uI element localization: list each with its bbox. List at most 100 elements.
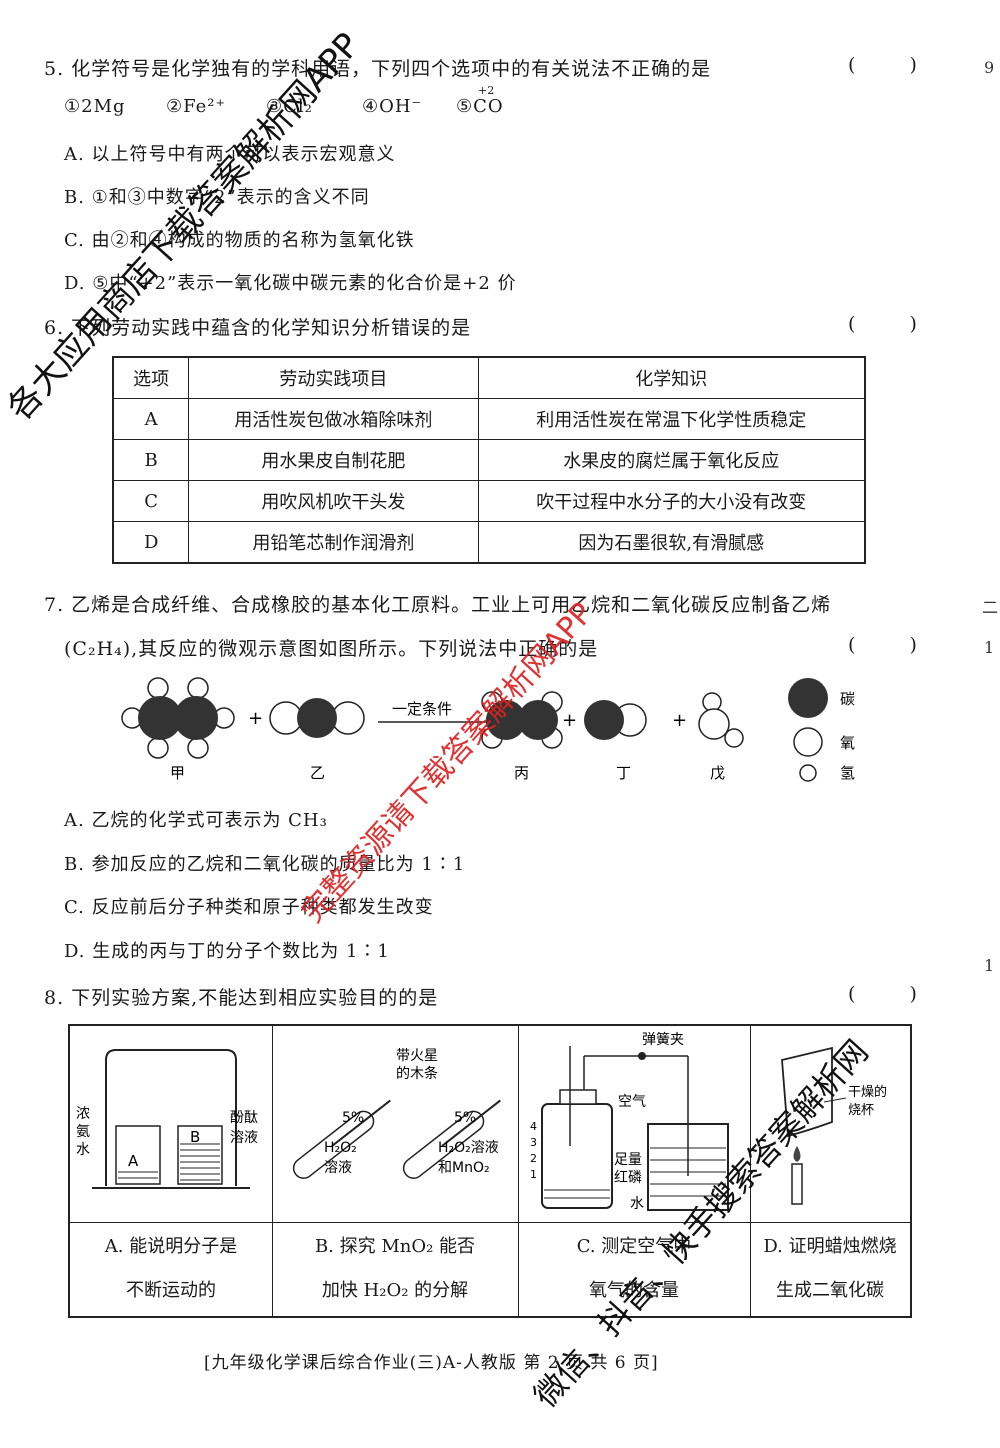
beaker-label: B [190, 1128, 200, 1146]
molecule-ding [584, 700, 647, 740]
q5-stem: 5. 化学符号是化学独有的学科用语，下列四个选项中的有关说法不正确的是 [44, 58, 712, 80]
reaction-diagram: + 一定条件 + + 碳 氧 氢 甲 乙 丙 丁 戊 [121, 677, 855, 782]
experiment-c: 4 3 2 1 弹簧夹 空气 足量 红磷 水 C. 测定空气中 氧气的含量 [518, 1026, 751, 1316]
candle-icon [791, 1163, 803, 1205]
table-cell: D [112, 521, 190, 564]
table-header: 化学知识 [477, 356, 866, 399]
caption-line: D. 证明蜡烛燃烧 [763, 1236, 897, 1257]
q7-option-b: B. 参加反应的乙烷和二氧化碳的质量比为 1∶1 [64, 854, 466, 875]
caption-line: 氧气的含量 [589, 1280, 679, 1301]
q5-option-d: D. ⑤中“+2”表示一氧化碳中碳元素的化合价是+2 价 [64, 273, 517, 294]
label: 水 [630, 1196, 644, 1212]
label: 5% [454, 1110, 476, 1126]
label: 红磷 [614, 1170, 642, 1186]
molecule-yi [269, 698, 365, 738]
table-cell: 用铅笔芯制作润滑剂 [188, 521, 479, 564]
q6-answer-paren: ( ) [848, 313, 941, 335]
molecule-bing [481, 691, 563, 749]
caption-line: C. 测定空气中 [576, 1236, 692, 1257]
label: 浓 [76, 1106, 90, 1122]
label: 的木条 [396, 1065, 438, 1082]
label: 空气 [618, 1094, 646, 1110]
q5-symbol-5: ⑤CO [456, 96, 504, 117]
molecule-wu [698, 692, 744, 748]
plus-sign: + [562, 710, 577, 731]
table-row: D 用铅笔芯制作润滑剂 因为石墨很软,有滑腻感 [112, 521, 866, 564]
edge-fragment: 1 [984, 638, 995, 657]
table-cell: 吹干过程中水分子的大小没有改变 [477, 480, 866, 522]
experiment-b: 带火星 的木条 5% 5% H₂O₂ 溶液 H₂O₂溶液 和MnO₂ B. 探究… [272, 1026, 519, 1316]
legend-label: 碳 [840, 690, 855, 708]
caption-line: A. 能说明分子是 [104, 1236, 238, 1257]
caption-line: 生成二氧化碳 [776, 1280, 884, 1301]
table-header: 劳动实践项目 [188, 356, 479, 399]
label: 5% [342, 1110, 364, 1126]
label: 溶液 [324, 1160, 352, 1176]
q6-table: 选项 劳动实践项目 化学知识 A 用活性炭包做冰箱除味剂 利用活性炭在常温下化学… [112, 356, 866, 564]
caption-line: 不断运动的 [126, 1280, 216, 1301]
q7-option-a: A. 乙烷的化学式可表示为 CH₃ [64, 810, 328, 831]
q8-stem: 8. 下列实验方案,不能达到相应实验目的的是 [44, 987, 439, 1009]
label: 溶液 [230, 1130, 258, 1146]
experiment-b-figure: 带火星 的木条 5% 5% H₂O₂ 溶液 H₂O₂溶液 和MnO₂ [292, 1048, 501, 1179]
label: 干燥的 [848, 1084, 887, 1100]
table-cell: A [112, 398, 190, 440]
legend: 碳 氧 氢 [788, 678, 855, 782]
legend-label: 氢 [840, 764, 855, 782]
q5-symbol-5-sup: +2 [478, 84, 495, 97]
legend-hydrogen-swatch [799, 764, 817, 782]
table-cell: 用水果皮自制花肥 [188, 439, 479, 481]
q6-stem: 6. 下列劳动实践中蕴含的化学知识分析错误的是 [44, 317, 472, 339]
experiment-d: 干燥的 烧杯 D. 证明蜡烛燃烧 生成二氧化碳 [750, 1026, 911, 1316]
label: 酚酞 [230, 1110, 258, 1126]
q5-answer-paren: ( ) [848, 54, 941, 76]
table-cell: 利用活性炭在常温下化学性质稳定 [477, 398, 866, 440]
arrow-label: 一定条件 [392, 700, 452, 718]
q5-option-a: A. 以上符号中有两个可以表示宏观意义 [64, 144, 396, 165]
q5-option-b: B. ①和③中数字“2”表示的含义不同 [64, 187, 370, 208]
table-header: 选项 [112, 356, 190, 399]
molecule-label: 戊 [710, 764, 725, 782]
spring-clip-icon [638, 1052, 646, 1060]
q7-option-c: C. 反应前后分子种类和原子种类都发生改变 [64, 897, 434, 918]
q7-stem-line1: 7. 乙烯是合成纤维、合成橡胶的基本化工原料。工业上可用乙烷和二氧化碳反应制备乙… [44, 594, 832, 616]
q7-stem-line2: (C₂H₄),其反应的微观示意图如图所示。下列说法中正确的是 [64, 638, 599, 660]
molecule-label: 丁 [616, 764, 631, 782]
plus-sign: + [248, 708, 263, 729]
caption-line: 加快 H₂O₂ 的分解 [321, 1280, 469, 1301]
q7-option-d: D. 生成的丙与丁的分子个数比为 1∶1 [64, 941, 390, 962]
caption-line: B. 探究 MnO₂ 能否 [314, 1236, 476, 1257]
edge-fragment: 9 [984, 58, 995, 77]
q5-symbol-1: ①2Mg [64, 96, 126, 117]
label: H₂O₂ [324, 1140, 357, 1156]
experiment-a: A B 浓 氨 水 酚酞 溶液 A. 能说明分子是 不断运动的 [70, 1026, 273, 1316]
legend-oxygen-swatch [793, 727, 823, 757]
molecule-label: 丙 [514, 764, 529, 782]
edge-fragment: 1 [984, 956, 995, 975]
scale-mark: 4 [530, 1120, 537, 1133]
q5-symbol-2: ②Fe²⁺ [166, 96, 227, 117]
molecule-label: 甲 [170, 764, 185, 782]
beaker-label: A [128, 1152, 139, 1170]
experiment-table: A B 浓 氨 水 酚酞 溶液 A. 能说明分子是 不断运动的 带火星 的木条 … [68, 1024, 912, 1318]
q8-answer-paren: ( ) [848, 983, 941, 1005]
label: H₂O₂溶液 [438, 1140, 499, 1156]
q7-answer-paren: ( ) [848, 634, 941, 656]
label: 水 [76, 1142, 90, 1158]
table-row: C 用吹风机吹干头发 吹干过程中水分子的大小没有改变 [112, 480, 866, 522]
legend-carbon-swatch [788, 678, 828, 718]
page-footer: [九年级化学课后综合作业(三)A-人教版 第 2 页 共 6 页] [204, 1353, 659, 1373]
label: 弹簧夹 [642, 1032, 684, 1048]
table-cell: 用活性炭包做冰箱除味剂 [188, 398, 479, 440]
table-row: A 用活性炭包做冰箱除味剂 利用活性炭在常温下化学性质稳定 [112, 398, 866, 440]
flame-icon [793, 1146, 801, 1162]
legend-label: 氧 [840, 734, 855, 752]
molecule-jia [121, 677, 235, 759]
experiment-d-figure: 干燥的 烧杯 [781, 1046, 887, 1205]
edge-fragment: 二 [982, 598, 999, 617]
experiment-c-figure: 4 3 2 1 弹簧夹 空气 足量 红磷 水 [530, 1032, 729, 1212]
scale-mark: 3 [530, 1136, 537, 1149]
q5-symbol-3: ③Cl₂ [266, 96, 313, 117]
q5-option-c: C. 由②和④构成的物质的名称为氢氧化铁 [64, 230, 415, 251]
table-cell: 用吹风机吹干头发 [188, 480, 479, 522]
